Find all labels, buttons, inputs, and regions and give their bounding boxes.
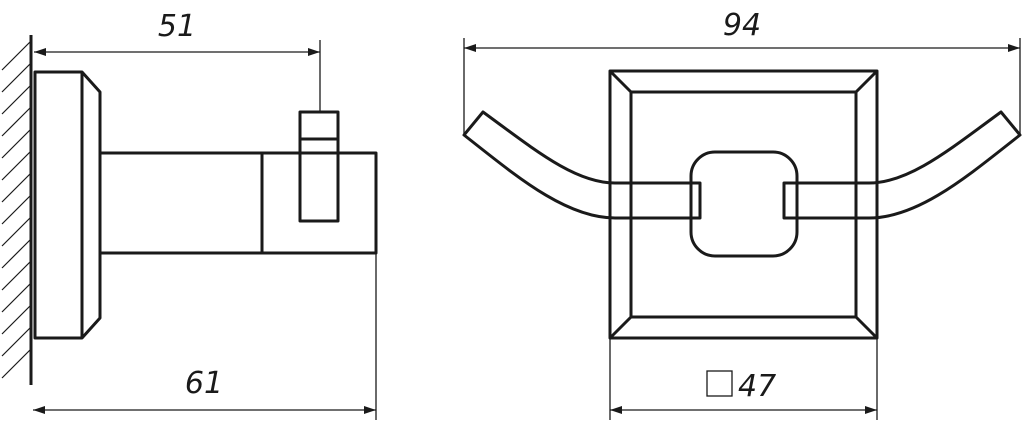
dimension-94: 94 bbox=[463, 8, 1021, 135]
dim-label-61: 61 bbox=[185, 366, 223, 401]
hook-arm bbox=[100, 151, 378, 255]
side-view: 51 61 bbox=[1, 9, 378, 420]
right-hook-arm bbox=[782, 110, 1022, 220]
dim-label-47: 47 bbox=[738, 369, 776, 404]
square-symbol-icon bbox=[706, 370, 733, 397]
dimension-51: 51 bbox=[34, 9, 321, 112]
dimension-61: 61 bbox=[33, 253, 377, 420]
wall-hatching bbox=[1, 35, 33, 385]
dim-label-51: 51 bbox=[158, 9, 196, 44]
hook-tip bbox=[298, 110, 340, 223]
square-base-plate bbox=[608, 69, 879, 340]
double-hook bbox=[462, 110, 1022, 258]
left-hook-arm bbox=[462, 110, 702, 220]
base-plate bbox=[33, 70, 102, 340]
front-view: 94 47 bbox=[462, 8, 1022, 420]
dim-label-94: 94 bbox=[723, 8, 761, 43]
dimension-47: 47 bbox=[609, 338, 878, 420]
center-boss bbox=[689, 150, 799, 258]
